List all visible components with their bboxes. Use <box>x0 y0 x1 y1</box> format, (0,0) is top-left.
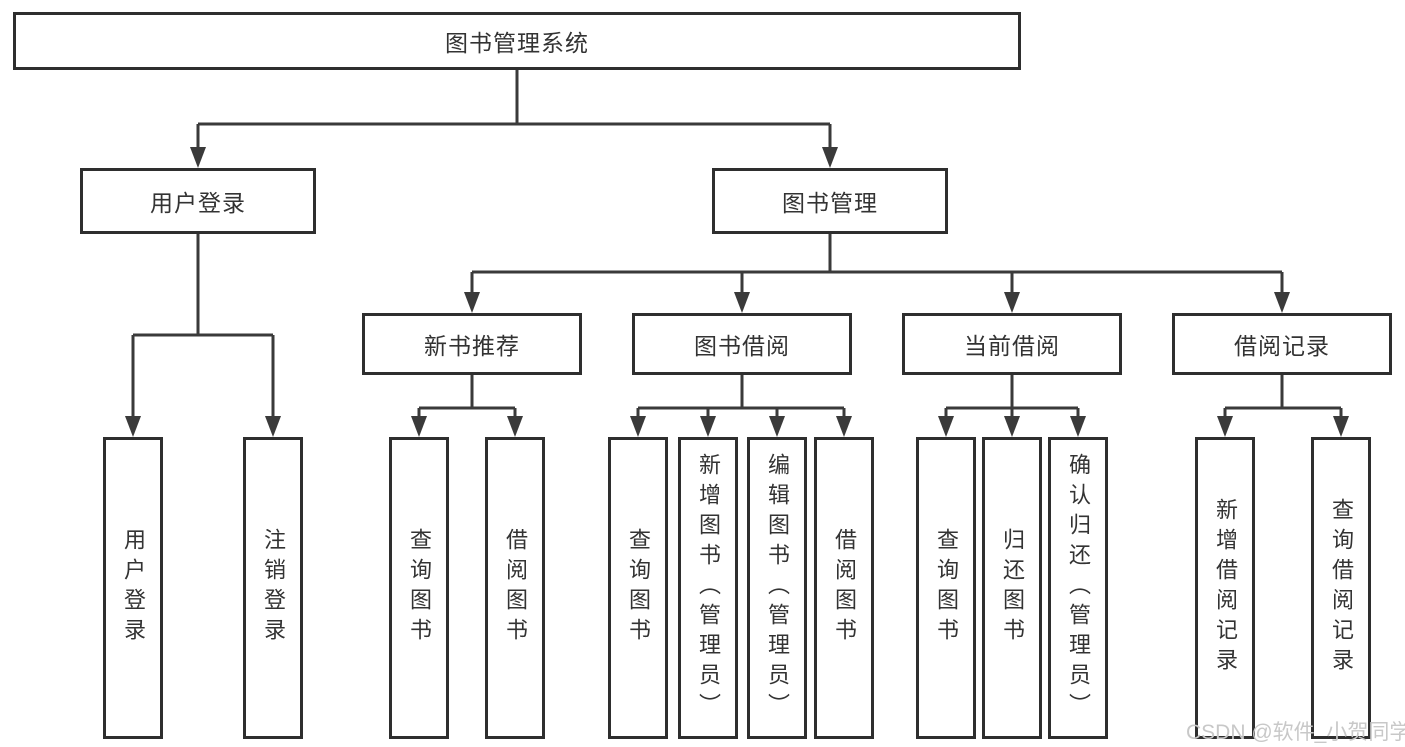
leaf-borrow-books-recommend: 借阅图书 <box>485 437 545 739</box>
node-label: 图书借阅 <box>694 333 790 359</box>
connector-borrow-records-to-leaves <box>1217 375 1349 437</box>
arrowhead-down-icon <box>1333 416 1349 437</box>
arrowhead-down-icon <box>190 147 206 168</box>
node-label: 归还图书 <box>1000 528 1025 648</box>
leaf-query-borrow-record: 查询借阅记录 <box>1311 437 1371 739</box>
node-label: 用户登录 <box>150 190 246 216</box>
arrowhead-down-icon <box>411 416 427 437</box>
connector-book-management-to-level3 <box>464 234 1290 313</box>
node-label: 确认归还（管理员） <box>1066 453 1091 723</box>
arrowhead-down-icon <box>507 416 523 437</box>
node-label: 注销登录 <box>261 528 286 648</box>
arrowhead-down-icon <box>938 416 954 437</box>
node-user-login: 用户登录 <box>80 168 316 234</box>
arrowhead-down-icon <box>1070 416 1086 437</box>
node-label: 当前借阅 <box>964 333 1060 359</box>
leaf-add-books-admin: 新增图书（管理员） <box>678 437 738 739</box>
leaf-logout: 注销登录 <box>243 437 303 739</box>
node-current-borrow: 当前借阅 <box>902 313 1122 375</box>
leaf-add-borrow-record: 新增借阅记录 <box>1195 437 1255 739</box>
arrowhead-down-icon <box>822 147 838 168</box>
arrowhead-down-icon <box>125 416 141 437</box>
arrowhead-down-icon <box>630 416 646 437</box>
leaf-edit-books-admin: 编辑图书（管理员） <box>747 437 807 739</box>
arrowhead-down-icon <box>1004 416 1020 437</box>
leaf-borrow-books: 借阅图书 <box>814 437 874 739</box>
arrowhead-down-icon <box>265 416 281 437</box>
node-label: 用户登录 <box>121 528 146 648</box>
node-label: 图书管理系统 <box>445 30 589 56</box>
arrowhead-down-icon <box>700 416 716 437</box>
leaf-return-books: 归还图书 <box>982 437 1042 739</box>
node-book-management: 图书管理 <box>712 168 948 234</box>
connector-book-borrow-to-leaves <box>630 375 852 437</box>
leaf-query-books-borrow: 查询图书 <box>608 437 668 739</box>
node-book-borrow: 图书借阅 <box>632 313 852 375</box>
arrowhead-down-icon <box>1217 416 1233 437</box>
watermark: CSDN @软件_小贺同学 <box>1186 721 1405 744</box>
connector-root-to-level2 <box>190 70 838 168</box>
node-label: 借阅图书 <box>503 528 528 648</box>
node-label: 图书管理 <box>782 190 878 216</box>
arrowhead-down-icon <box>464 292 480 313</box>
arrowhead-down-icon <box>769 416 785 437</box>
node-label: 新书推荐 <box>424 333 520 359</box>
node-label: 新增借阅记录 <box>1213 498 1238 678</box>
arrowhead-down-icon <box>1274 292 1290 313</box>
leaf-query-books-current: 查询图书 <box>916 437 976 739</box>
node-label: 借阅记录 <box>1234 333 1330 359</box>
leaf-user-login: 用户登录 <box>103 437 163 739</box>
node-label: 借阅图书 <box>832 528 857 648</box>
node-borrow-records: 借阅记录 <box>1172 313 1392 375</box>
node-root-system: 图书管理系统 <box>13 12 1021 70</box>
node-label: 查询借阅记录 <box>1329 498 1354 678</box>
connector-new-book-to-leaves <box>411 375 523 437</box>
arrowhead-down-icon <box>734 292 750 313</box>
node-new-book-recommend: 新书推荐 <box>362 313 582 375</box>
arrowhead-down-icon <box>1004 292 1020 313</box>
leaf-query-books-recommend: 查询图书 <box>389 437 449 739</box>
leaf-confirm-return-admin: 确认归还（管理员） <box>1048 437 1108 739</box>
connector-current-borrow-to-leaves <box>938 375 1086 437</box>
node-label: 查询图书 <box>407 528 432 648</box>
node-label: 查询图书 <box>626 528 651 648</box>
node-label: 查询图书 <box>934 528 959 648</box>
connector-user-login-to-leaves <box>125 234 281 437</box>
node-label: 编辑图书（管理员） <box>765 453 790 723</box>
node-label: 新增图书（管理员） <box>696 453 721 723</box>
arrowhead-down-icon <box>836 416 852 437</box>
